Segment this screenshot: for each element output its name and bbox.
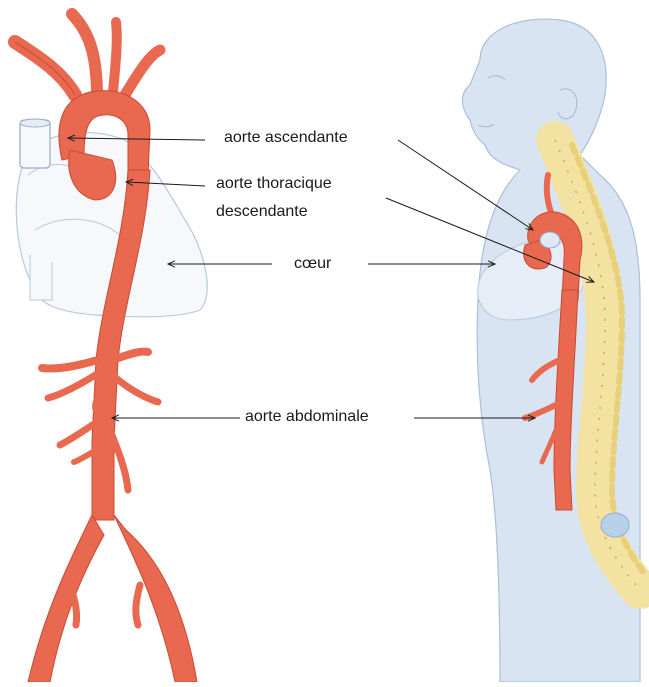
label-heart: cœur xyxy=(292,254,333,274)
right-body-illustration xyxy=(462,19,645,682)
label-thoracic-aorta-line2: descendante xyxy=(214,202,310,222)
label-ascending-aorta: aorte ascendante xyxy=(222,128,350,148)
left-aorta-illustration xyxy=(15,14,207,682)
label-abdominal-aorta: aorte abdominale xyxy=(243,407,371,427)
left-iliac xyxy=(28,515,104,682)
right-iliac xyxy=(114,515,197,682)
label-thoracic-aorta-line1: aorte thoracique xyxy=(214,174,334,194)
